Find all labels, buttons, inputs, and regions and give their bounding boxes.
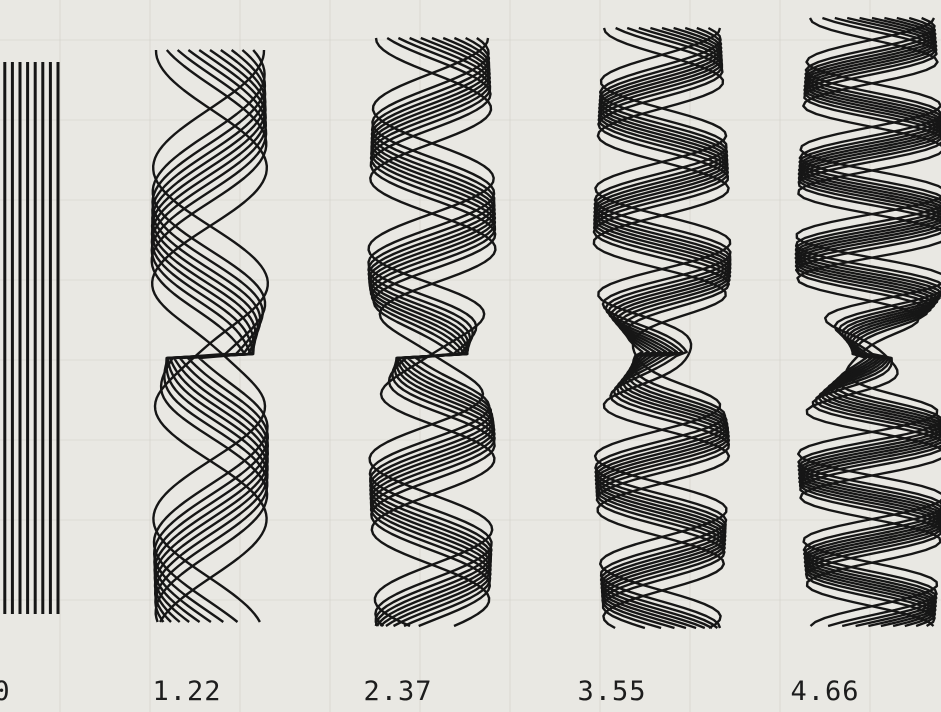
time-label-0: 0	[0, 676, 11, 707]
field-line-bundle-1.22	[152, 50, 268, 622]
field-line-bundle-3.55	[594, 28, 731, 628]
time-label-3.55: 3.55	[577, 676, 646, 707]
field-line-bundle-2.37	[369, 38, 496, 626]
time-label-2.37: 2.37	[363, 676, 432, 707]
field-line	[152, 50, 267, 622]
time-label-1.22: 1.22	[152, 676, 221, 707]
time-label-4.66: 4.66	[790, 676, 859, 707]
field-line-bundle-0	[0, 62, 58, 614]
field-line-bundle-4.66	[796, 18, 941, 626]
